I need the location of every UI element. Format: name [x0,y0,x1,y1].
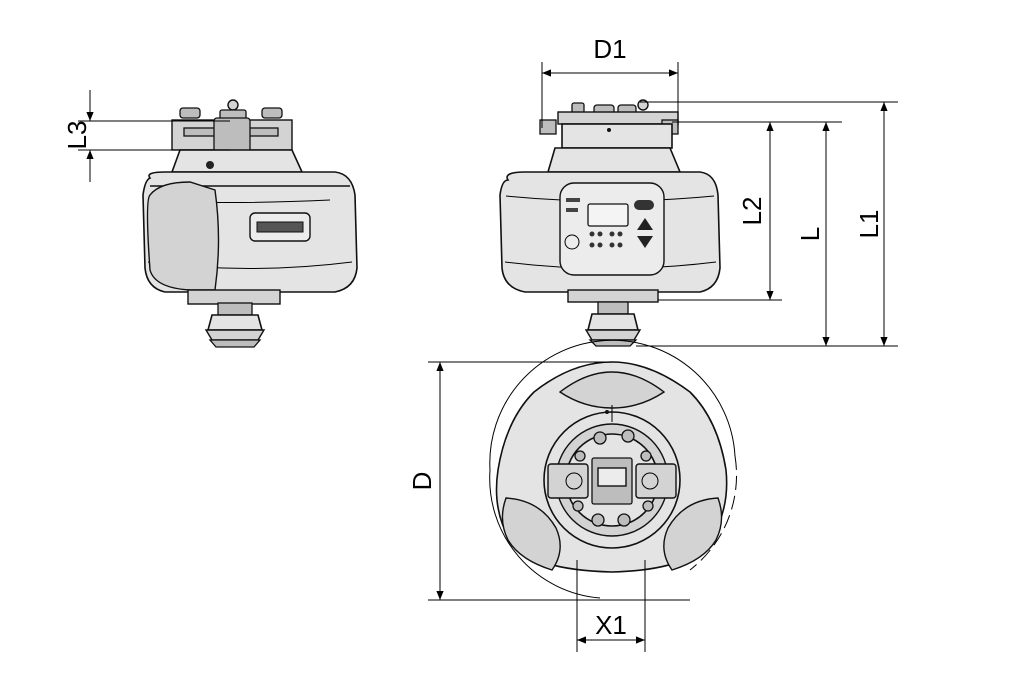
dimension-height-set [636,101,898,347]
dimension-l1: L1 [854,102,888,346]
top-view-sweep-circle [489,339,736,471]
top-view-bolts [572,429,654,527]
top-view-clamp-right [635,463,677,499]
arrow-down-icon [637,236,653,248]
top-view-connector-port [597,467,627,487]
dimension-l1-label: L1 [854,210,884,239]
dimension-l-label: L [795,227,825,241]
side-view-base [187,289,281,305]
dimension-l3: L3 [62,90,230,182]
arrow-up-icon [637,218,653,230]
front-view-flange [557,111,679,125]
side-view-neck [170,149,304,173]
side-view-suction-cup [204,302,266,348]
side-view-body-lobe [146,181,220,291]
top-view-lobe-right [663,497,723,571]
control-panel-display [587,203,629,227]
top-view-lobe-top [558,371,666,409]
control-panel-logo [634,200,654,210]
front-view-base [567,289,659,303]
side-view-center-fitting [213,117,251,155]
dimension-d: D [407,361,690,601]
top-view-lobe-left [501,497,561,571]
side-view [142,99,358,348]
power-button-icon [564,234,580,250]
dimension-l3-label: L3 [62,121,92,150]
dimension-l: L [795,122,830,346]
side-view-indicator [206,161,214,169]
dimension-d-label: D [407,472,437,491]
front-view-neck [546,147,682,173]
brand-plate-logo [256,221,304,233]
front-view-clamp-left [539,119,557,135]
dimension-l2-label: L2 [737,197,767,226]
front-view [499,99,721,347]
dimension-d1-label: D1 [593,34,626,64]
top-view-clamp-left [547,463,589,499]
front-view-suction-cup [584,301,642,347]
dimension-x1-label: X1 [595,610,627,640]
top-view [489,339,738,599]
dimension-l2: L2 [737,122,774,300]
front-view-collar [561,123,673,149]
dimension-x1: X1 [576,560,646,652]
control-panel-keys [589,231,623,248]
dimension-d1: D1 [541,34,679,128]
